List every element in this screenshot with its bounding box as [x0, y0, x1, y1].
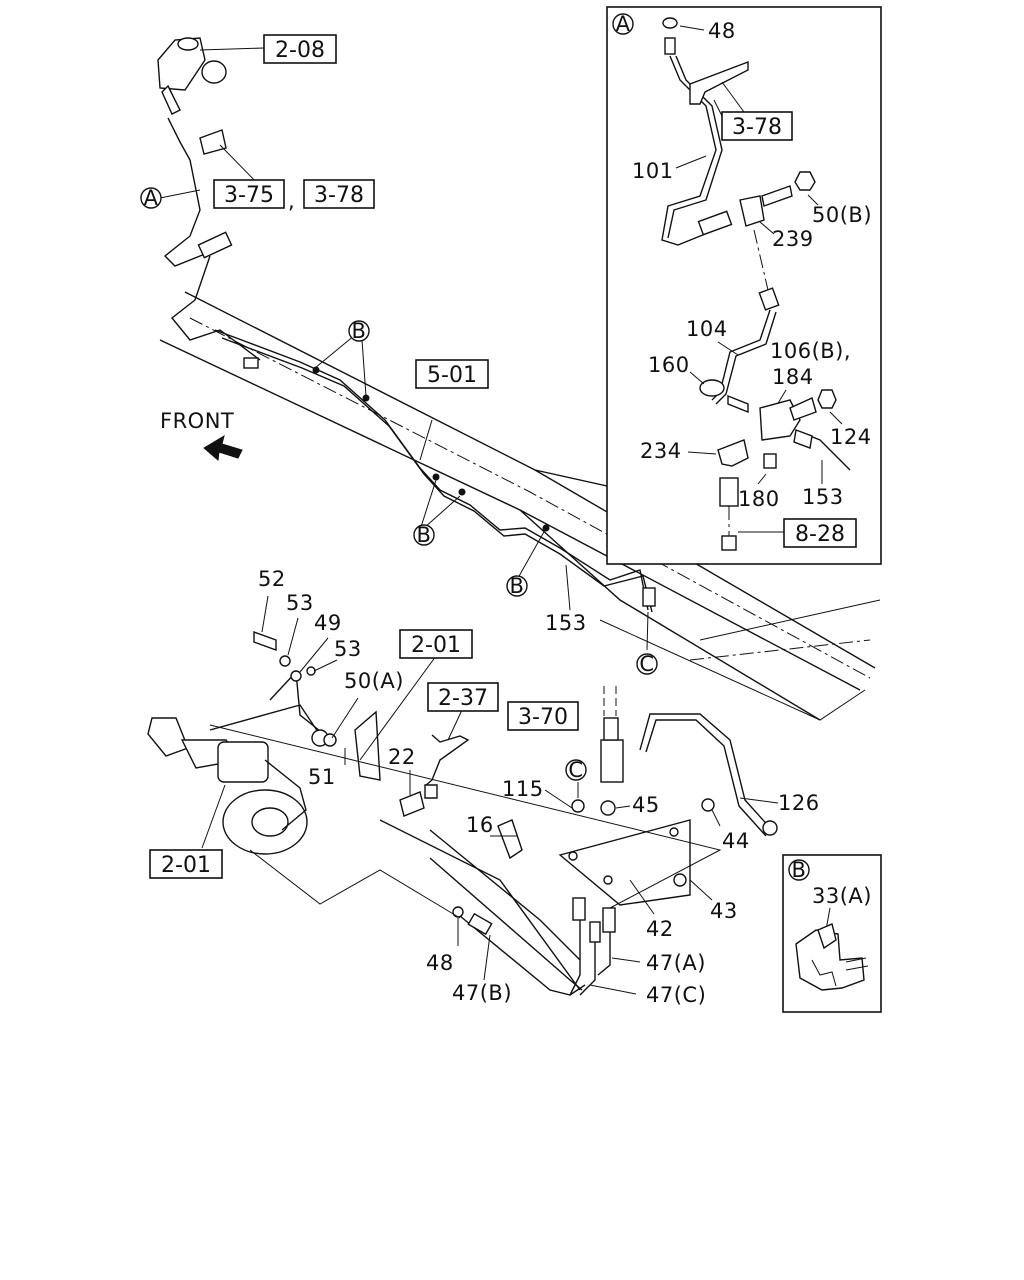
inset-a-label-239: 239 [772, 227, 814, 251]
label-48: 48 [426, 951, 454, 975]
inset-a-label-50b: 50(B) [812, 203, 872, 227]
ref-2-37[interactable]: 2-37 [438, 686, 488, 711]
marker-circle-b3 [506, 575, 528, 597]
inset-a-marker-circle [612, 13, 634, 35]
label-22: 22 [388, 745, 416, 769]
inset-a-ref-8-28[interactable]: 8-28 [795, 522, 845, 547]
inset-a-label-180: 180 [738, 487, 780, 511]
label-153: 153 [545, 611, 587, 635]
marker-circle-b1 [348, 320, 370, 342]
marker-circle-c1 [636, 653, 658, 675]
inset-a-frame [606, 6, 882, 565]
marker-c2: C [568, 758, 583, 782]
inset-b-label-33a: 33(A) [812, 884, 872, 908]
marker-b2: B [417, 523, 432, 547]
ref-box-5-01 [415, 359, 489, 389]
ref-box-2-37 [427, 682, 499, 712]
master-cylinder-assembly [157, 37, 656, 613]
inset-a-label-160: 160 [648, 353, 690, 377]
label-47c: 47(C) [646, 983, 706, 1007]
label-51: 51 [308, 765, 336, 789]
inset-a-label-153: 153 [802, 485, 844, 509]
label-44: 44 [722, 829, 750, 853]
inset-a: A 48 3-78 101 50(B) 239 104 160 106(B), [606, 6, 882, 565]
ref-5-01[interactable]: 5-01 [427, 363, 477, 388]
ref-2-01b[interactable]: 2-01 [161, 853, 211, 878]
inset-a-label-104: 104 [686, 317, 728, 341]
marker-circle-c2 [565, 759, 587, 781]
marker-b3: B [510, 574, 525, 598]
label-115: 115 [502, 777, 544, 801]
inset-a-label-234: 234 [640, 439, 682, 463]
inset-b-marker-circle [788, 859, 810, 881]
label-47a: 47(A) [646, 951, 706, 975]
label-126: 126 [778, 791, 820, 815]
ref-3-78[interactable]: 3-78 [314, 183, 364, 208]
ref-3-75[interactable]: 3-75 [224, 183, 274, 208]
comma: , [288, 189, 295, 213]
inset-a-label-106b: 106(B), [770, 339, 851, 363]
main-labels: FRONT 2-08 3-75 , 3-78 5-01 A B B B 153 … [140, 34, 820, 1007]
ref-3-70[interactable]: 3-70 [518, 705, 568, 730]
inset-a-label-101: 101 [632, 159, 674, 183]
inset-a-label-124: 124 [830, 425, 872, 449]
ref-2-01a[interactable]: 2-01 [411, 633, 461, 658]
marker-circle-a [140, 187, 162, 209]
inset-b: B 33(A) [782, 854, 882, 1013]
label-47b: 47(B) [452, 981, 512, 1005]
inset-a-marker: A [616, 12, 631, 36]
label-53b: 53 [334, 637, 362, 661]
ref-2-08[interactable]: 2-08 [275, 38, 325, 63]
inset-a-label-48: 48 [708, 19, 736, 43]
ref-box-3-75 [213, 179, 285, 209]
label-53a: 53 [286, 591, 314, 615]
ref-box-2-08 [263, 34, 337, 64]
label-49: 49 [314, 611, 342, 635]
label-45: 45 [632, 793, 660, 817]
label-52: 52 [258, 567, 286, 591]
inset-a-ref-box-3-78 [721, 111, 793, 141]
ref-box-2-01a [399, 629, 473, 659]
inset-b-marker: B [792, 858, 807, 882]
marker-c1: C [639, 652, 654, 676]
leader-lines [159, 47, 779, 995]
front-arrow-icon [203, 434, 243, 461]
label-50a: 50(A) [344, 669, 404, 693]
label-43: 43 [710, 899, 738, 923]
lower-clutch-assembly [147, 631, 778, 996]
inset-a-ref-box-8-28 [783, 518, 857, 548]
inset-a-ref-3-78[interactable]: 3-78 [732, 115, 782, 140]
ref-box-3-70 [507, 701, 579, 731]
label-16: 16 [466, 813, 494, 837]
ref-box-3-78 [303, 179, 375, 209]
chassis-frame-rails [159, 291, 881, 721]
ref-box-2-01b [149, 849, 223, 879]
label-42: 42 [646, 917, 674, 941]
inset-a-label-184: 184 [772, 365, 814, 389]
marker-circle-b2 [413, 524, 435, 546]
front-label: FRONT [160, 409, 234, 433]
marker-a: A [144, 186, 159, 210]
marker-b1: B [352, 319, 367, 343]
